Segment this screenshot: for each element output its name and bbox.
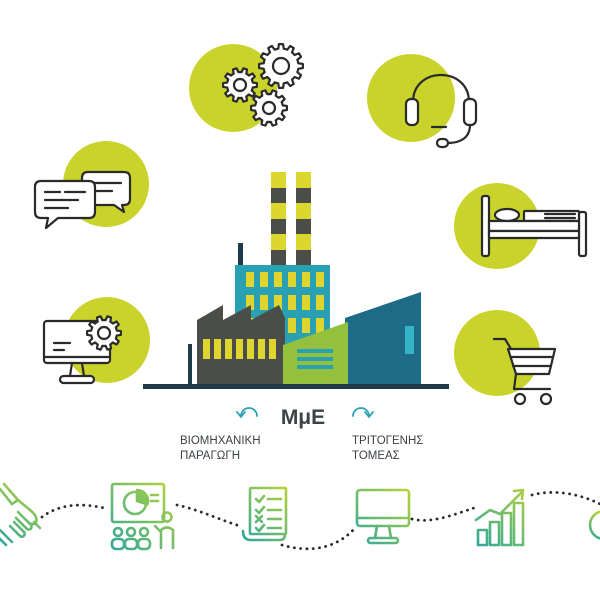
- checklist-cross: [254, 514, 264, 524]
- audience-head-3: [138, 526, 150, 538]
- checklist-page: [248, 486, 288, 536]
- bed-blanket: [522, 209, 581, 223]
- audience-head-2: [125, 526, 137, 538]
- gear-large-hole: [271, 56, 291, 76]
- headset-icon: [367, 54, 478, 149]
- checklist-lines: [266, 497, 283, 530]
- presenter-head: [161, 511, 173, 523]
- factory-sawtooth-windows: [203, 339, 276, 359]
- bed-pillow: [493, 207, 521, 223]
- industrial-production-label-line2: ΠΑΡΑΓΩΓΗ: [180, 450, 240, 462]
- factory-warehouse: [345, 292, 421, 386]
- factory-pole: [188, 344, 192, 386]
- growth-arrow: [474, 488, 525, 522]
- presenter-body: [153, 524, 175, 550]
- growth-bar-2: [488, 520, 501, 547]
- shopping-cart-icon: [454, 310, 557, 406]
- checklist-icon: [241, 486, 288, 542]
- factory-ground-line: [143, 384, 449, 389]
- headset-mic-tip: [435, 137, 450, 149]
- sme-title: ΜμΕ: [281, 406, 325, 429]
- industrial-production-label-line1: ΒΙΟΜΗΧΑΝΙΚΗ: [180, 435, 261, 447]
- monitor-stand: [373, 524, 393, 540]
- left-curved-arrow-icon: [236, 407, 258, 418]
- bed-blanket-stripes: [543, 212, 577, 220]
- sme-label-group: ΜμΕ ΒΙΟΜΗΧΑΝΙΚΗ ΠΑΡΑΓΩΓΗ ΤΡΙΤΟΓΕΝΗΣ ΤΟΜΕ…: [180, 406, 423, 462]
- computer-gear-hole: [96, 325, 112, 341]
- chat-bubbles-icon: [33, 141, 149, 230]
- gears-icon: [189, 43, 304, 132]
- headset-band: [411, 73, 471, 104]
- chat-bubble-front-lines: [43, 190, 87, 210]
- handshake-icon: [0, 482, 42, 547]
- factory-warehouse-window: [405, 326, 414, 354]
- factory-vents: [297, 349, 333, 369]
- computer-screen-lines: [52, 341, 72, 352]
- computer-settings-icon: [42, 297, 150, 385]
- growth-bar-4: [512, 501, 525, 547]
- partial-edge-icon: [588, 510, 600, 540]
- presentation-icon: [110, 482, 175, 551]
- headset-earcup-left: [404, 97, 420, 127]
- audience-body-1: [110, 537, 126, 551]
- bed-icon: [454, 183, 588, 269]
- presentation-board-lines: [149, 493, 160, 503]
- cart-wheel-left: [513, 392, 527, 406]
- headset-earcup-right: [462, 97, 478, 127]
- monitor-icon: [355, 488, 411, 545]
- tertiary-sector-label-line2: ΤΟΜΕΑΣ: [352, 450, 400, 462]
- tertiary-sector-label-line1: ΤΡΙΤΟΓΕΝΗΣ: [352, 435, 423, 447]
- cart-basket: [506, 347, 557, 376]
- growth-chart-icon: [474, 488, 525, 547]
- factory-green-building: [283, 322, 348, 386]
- factory-chimney-right: [296, 172, 311, 267]
- headset-mic-boom: [446, 123, 472, 145]
- growth-bar-3: [500, 511, 513, 547]
- audience-body-3: [136, 537, 152, 551]
- audience-head-1: [112, 526, 124, 538]
- bed-mattress: [487, 219, 581, 233]
- presentation-board: [110, 482, 166, 524]
- cart-basket-lines: [509, 355, 555, 368]
- checklist-checks: [254, 494, 266, 533]
- bed-frame: [487, 229, 581, 240]
- gear-small-hole: [232, 77, 248, 93]
- computer-stand: [68, 361, 86, 378]
- growth-bar-1: [476, 528, 489, 547]
- computer-base: [58, 374, 96, 385]
- right-curved-arrow-icon: [352, 407, 374, 418]
- presentation-pie-slice: [135, 488, 150, 506]
- monitor-base: [366, 536, 400, 545]
- cart-frame: [512, 372, 552, 391]
- gear-medium-hole: [261, 100, 277, 116]
- audience-body-2: [123, 537, 139, 551]
- factory-antenna: [238, 243, 243, 268]
- factory-chimney-left: [271, 172, 286, 267]
- cart-handle: [492, 337, 513, 351]
- checklist-curl: [241, 529, 287, 542]
- monitor-screen: [355, 488, 411, 528]
- cart-wheel-right: [539, 392, 553, 406]
- factory-icon: [143, 172, 449, 389]
